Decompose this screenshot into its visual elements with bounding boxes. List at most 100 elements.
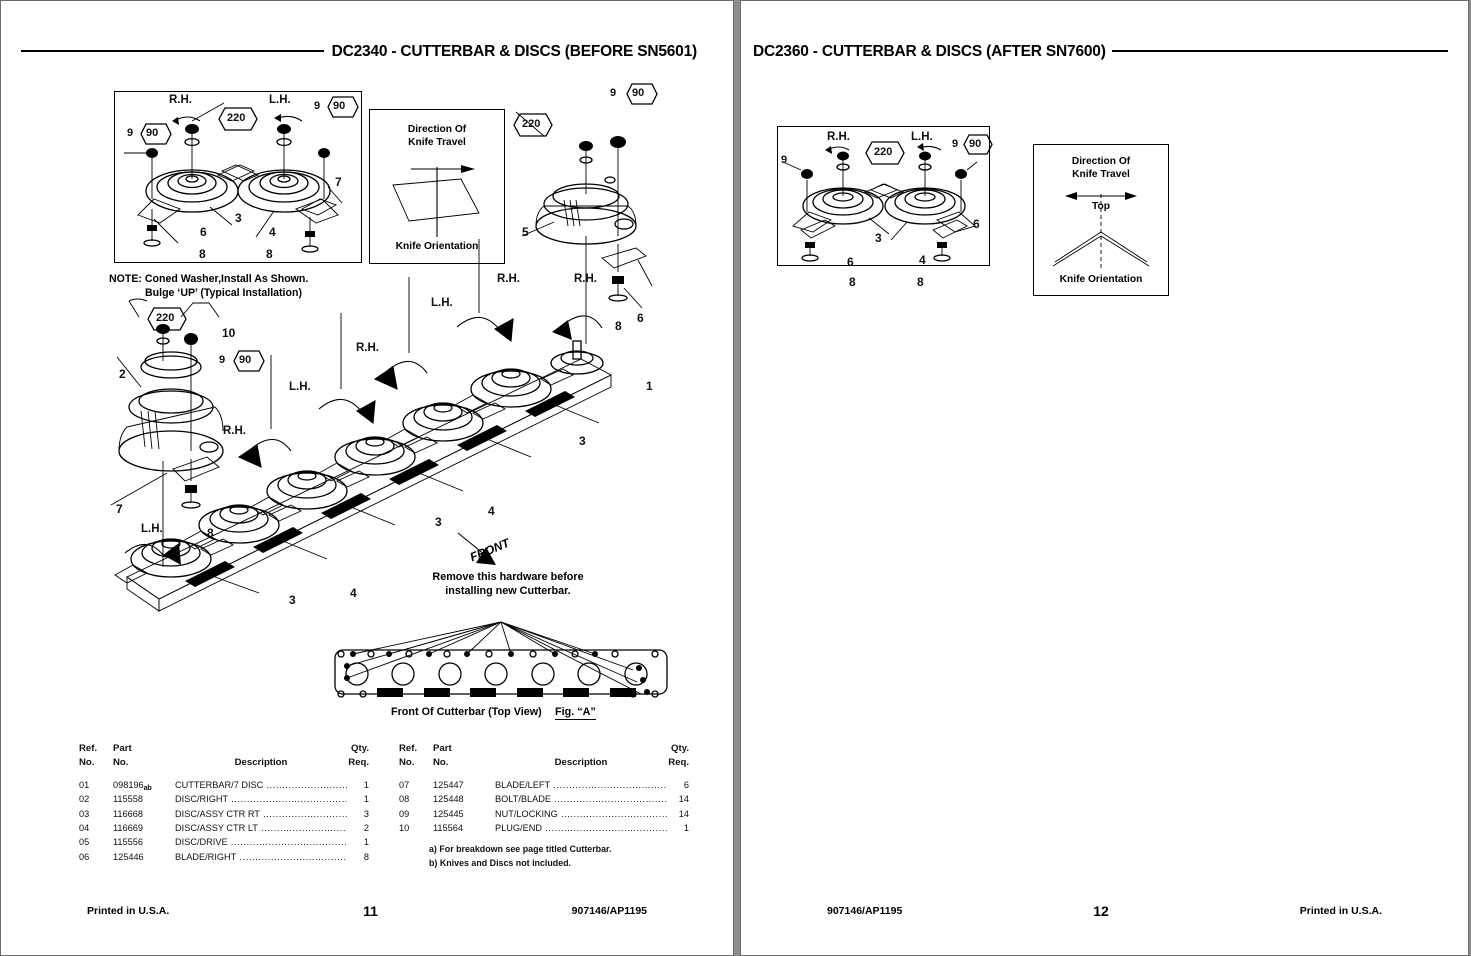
page-title-text-right: DC2360 - CUTTERBAR & DISCS (AFTER SN7600… [753, 43, 1106, 60]
cell-description: BOLT/BLADE .............................… [495, 794, 667, 804]
page-title-right: DC2360 - CUTTERBAR & DISCS (AFTER SN7600… [753, 39, 1448, 65]
parts-table-col-left: Ref. Part Qty. No. No. Description Req. … [79, 743, 369, 866]
knife-orientation-drawing-right [1052, 192, 1150, 269]
parts-table-col-right: Ref. Part Qty. No. No. Description Req. … [399, 743, 689, 871]
end-hub-exploded-left [110, 324, 224, 567]
header-ref-1: Ref. [79, 743, 98, 754]
fig-a-label-left: Fig. “A” [555, 706, 596, 720]
detail-box-discs-left [114, 91, 362, 263]
footer-page-number-right: 12 [1093, 903, 1109, 919]
cell-part-no: 115558 [113, 794, 143, 805]
item-10-left: 10 [222, 326, 236, 340]
cell-description: DISC/RIGHT .............................… [175, 794, 347, 804]
rotation-rh-hub-left: R.H. [574, 273, 597, 285]
detail-item-4-left: 4 [269, 225, 276, 239]
remove-note-line1: Remove this hardware before [432, 571, 584, 583]
item-8-end-left: 8 [207, 526, 214, 540]
cell-description: DISC/ASSY CTR LT .......................… [175, 823, 347, 833]
knife-orientation-drawing-left [392, 165, 480, 237]
footer-right-text-r: Printed in U.S.A. [1299, 905, 1382, 917]
leader-dots: ........................................ [541, 822, 667, 833]
parts-header-row-4: No. No. Description Req. [399, 757, 689, 771]
cell-ref-no: 02 [79, 794, 90, 805]
cell-qty-req: 1 [363, 779, 369, 790]
hex-90-end-left [233, 350, 265, 372]
cell-ref-no: 08 [399, 794, 410, 805]
header-part-4: No. [433, 757, 449, 769]
cell-description-text: DISC/RIGHT [175, 794, 229, 805]
fig-a-caption-left: Front Of Cutterbar (Top View) [391, 706, 542, 718]
page-title-text: DC2340 - CUTTERBAR & DISCS (BEFORE SN560… [331, 43, 698, 60]
knife-box-right [1033, 144, 1169, 296]
hex-220-detail-left [218, 107, 258, 131]
cell-description-text: DISC/ASSY CTR RT [175, 808, 260, 819]
knife-travel-line1: Direction Of [407, 124, 467, 135]
rotation-lh-end-left: L.H. [141, 523, 163, 535]
leader-dots: ........................................ [261, 822, 347, 833]
hex-90-end-text-left: 90 [239, 354, 252, 366]
cell-description: BLADE/RIGHT ............................… [175, 852, 347, 862]
cell-description-text: BLADE/LEFT [495, 779, 551, 790]
detail-item-9b-left: 9 [127, 127, 134, 139]
page-left: DC2340 - CUTTERBAR & DISCS (BEFORE SN560… [0, 0, 734, 956]
item-9-hub-left: 9 [610, 87, 617, 99]
cell-description-text: BOLT/BLADE [495, 794, 551, 805]
cell-part-footnote-ref: ab [143, 782, 152, 792]
cell-part-no: 098196ab [113, 779, 152, 792]
knife-travel-line1-right: Direction Of [1071, 156, 1131, 167]
hex-220-end-text-left: 220 [156, 312, 175, 324]
coned-note-line2: Bulge ‘UP’ (Typical Installation) [145, 286, 302, 299]
item-9-end-left: 9 [219, 354, 226, 366]
leader-dots: ........................................ [266, 779, 347, 790]
cell-ref-no: 07 [399, 779, 410, 790]
knife-travel-label-right: Direction Of Knife Travel [1033, 156, 1169, 182]
cell-part-no: 116669 [113, 822, 143, 833]
disc-num-3b-left: 3 [435, 515, 442, 529]
header-qty-2: Req. [348, 757, 369, 769]
table-row: 02 115558 DISC/RIGHT .....................… [79, 794, 369, 808]
cell-description-text: PLUG/END [495, 822, 542, 833]
cell-description: DISC/DRIVE .............................… [175, 837, 347, 847]
fig-a-cutterbar-left [334, 621, 668, 698]
footnote-a-left: a) For breakdown see page titled Cutterb… [429, 844, 612, 855]
front-arrow-left [457, 532, 496, 565]
detail-rh-label-right: R.H. [827, 131, 850, 143]
detail-item-9a-right: 9 [952, 138, 959, 150]
hex-220-hub-text-left: 220 [522, 118, 541, 130]
header-ref-2: No. [79, 757, 95, 769]
hex-90-hub-text-left: 90 [632, 87, 645, 99]
cell-description-text: DISC/DRIVE [175, 837, 228, 848]
rotation-lh-1-left: L.H. [289, 381, 311, 393]
cell-qty-req: 1 [363, 837, 369, 848]
cell-ref-no: 05 [79, 837, 90, 848]
detail-item-6b-right: 6 [973, 217, 980, 231]
footnote-b-left: b) Knives and Discs not included. [429, 858, 572, 869]
cell-qty-req: 14 [678, 794, 689, 805]
detail-lh-label-right: L.H. [911, 131, 933, 143]
leader-dots: ........................................ [560, 808, 667, 819]
detail-item-8a-right: 8 [849, 275, 856, 289]
hex-220-detail-right [865, 141, 905, 165]
cell-part-no: 125447 [433, 779, 464, 790]
item-2-left: 2 [119, 367, 126, 381]
disc-num-4b-left: 4 [488, 504, 495, 518]
cell-description: CUTTERBAR/7 DISC .......................… [175, 780, 347, 790]
rotation-rh-1-left: R.H. [223, 425, 246, 437]
cell-part-no: 125446 [113, 851, 144, 862]
footer-left-text: Printed in U.S.A. [87, 905, 170, 917]
hex-90-text2-left: 90 [146, 127, 159, 139]
knife-travel-label-left: Direction Of Knife Travel [369, 124, 505, 150]
leader-dots: ........................................ [239, 851, 347, 862]
leader-dots: ........................................ [263, 808, 347, 819]
detail-item-6a-right: 6 [847, 255, 854, 269]
knife-orientation-caption-left: Knife Orientation [395, 241, 479, 252]
cell-description: NUT/LOCKING ............................… [495, 809, 667, 819]
cell-part-no: 125445 [433, 808, 464, 819]
cell-ref-no: 04 [79, 822, 90, 833]
hex-220-text-right: 220 [874, 146, 893, 158]
detail-item-3-left: 3 [235, 211, 242, 225]
